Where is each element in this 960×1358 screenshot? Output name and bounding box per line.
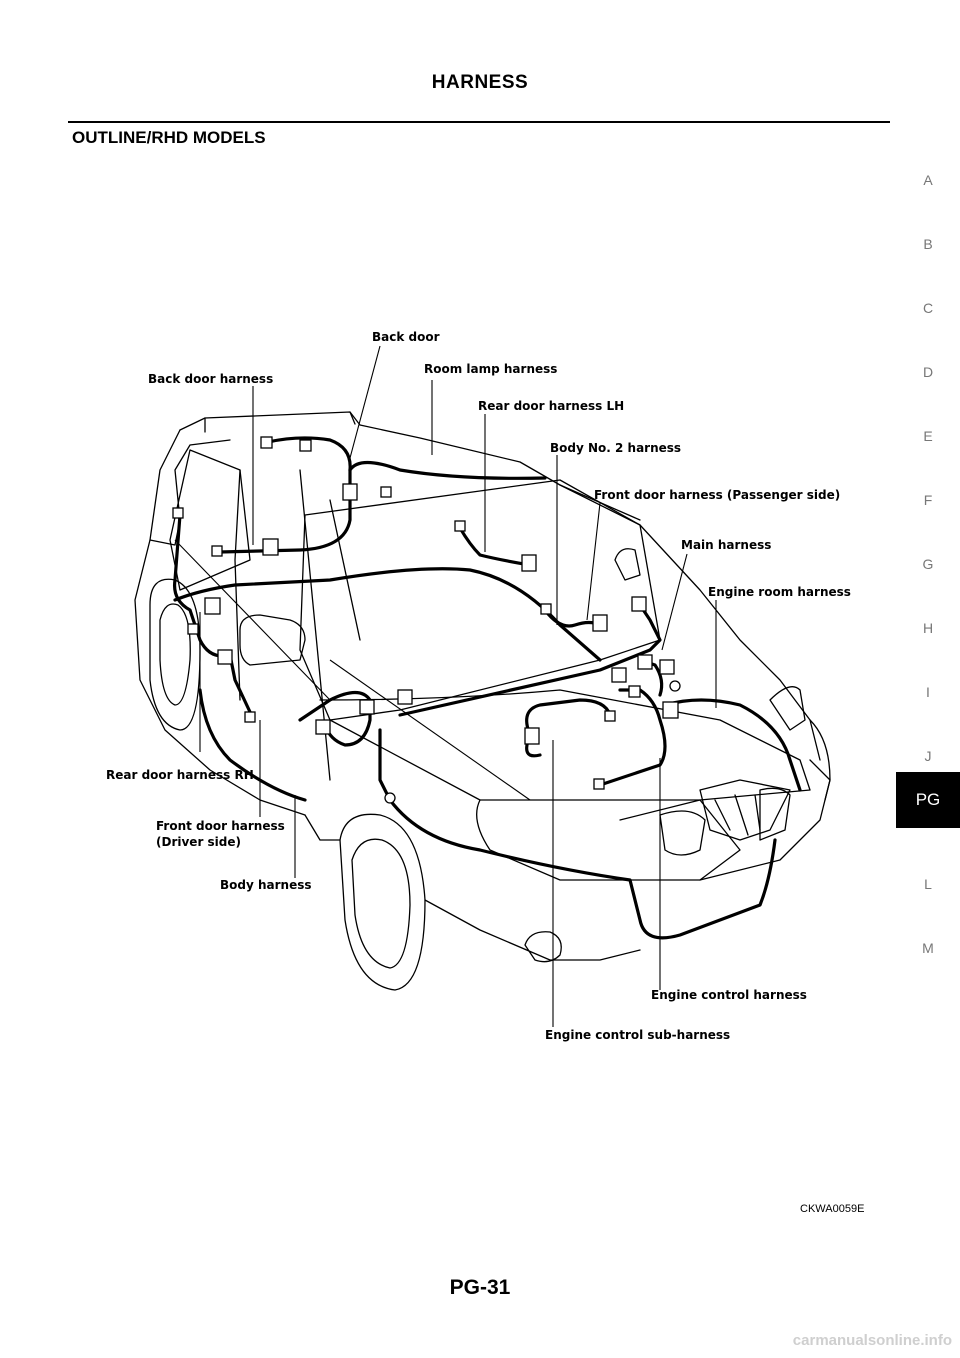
side-tab-e[interactable]: E — [923, 428, 933, 444]
side-tab-pg-active[interactable]: PG — [896, 772, 960, 828]
connector-markers — [172, 436, 681, 804]
label-front-door-harness-driver-side: (Driver side) — [156, 835, 241, 849]
side-tab-m[interactable]: M — [922, 940, 934, 956]
side-tab-f[interactable]: F — [923, 492, 933, 508]
label-engine-control-sub-harness: Engine control sub-harness — [545, 1028, 730, 1042]
side-tab-g[interactable]: G — [922, 556, 934, 572]
diagram-labels: Back door Back door harness Room lamp ha… — [106, 330, 851, 1042]
label-body-harness: Body harness — [220, 878, 312, 892]
side-tab-d[interactable]: D — [922, 364, 934, 380]
label-rear-door-harness-lh: Rear door harness LH — [478, 399, 624, 413]
side-tab-a[interactable]: A — [923, 172, 933, 188]
label-main-harness: Main harness — [681, 538, 771, 552]
figure-code: CKWA0059E — [800, 1203, 865, 1215]
label-rear-door-harness-rh: Rear door harness RH — [106, 768, 254, 782]
header-rule — [68, 121, 890, 123]
side-tab-l[interactable]: L — [924, 876, 932, 892]
label-front-door-harness-passenger: Front door harness (Passenger side) — [594, 488, 840, 502]
label-room-lamp-harness: Room lamp harness — [424, 362, 557, 376]
page-header-title: HARNESS — [431, 72, 529, 93]
leader-lines — [174, 345, 717, 1027]
label-body-no2-harness: Body No. 2 harness — [550, 441, 681, 455]
label-engine-room-harness: Engine room harness — [708, 585, 851, 599]
section-title: OUTLINE/RHD MODELS — [72, 128, 266, 147]
harness-layout-diagram: Back door Back door harness Room lamp ha… — [106, 330, 851, 1042]
side-tab-i[interactable]: I — [926, 684, 930, 700]
page-number: PG-31 — [449, 1276, 511, 1299]
side-tab-h[interactable]: H — [922, 620, 934, 636]
side-tab-c[interactable]: C — [922, 300, 934, 316]
label-front-door-harness-driver: Front door harness — [156, 819, 285, 833]
harness-wiring — [172, 436, 802, 940]
side-tab-j[interactable]: J — [924, 748, 932, 764]
label-back-door: Back door — [372, 330, 440, 344]
watermark: carmanualsonline.info — [792, 1332, 952, 1349]
label-back-door-harness: Back door harness — [148, 372, 273, 386]
label-engine-control-harness: Engine control harness — [651, 988, 807, 1002]
side-tab-b[interactable]: B — [923, 236, 933, 252]
